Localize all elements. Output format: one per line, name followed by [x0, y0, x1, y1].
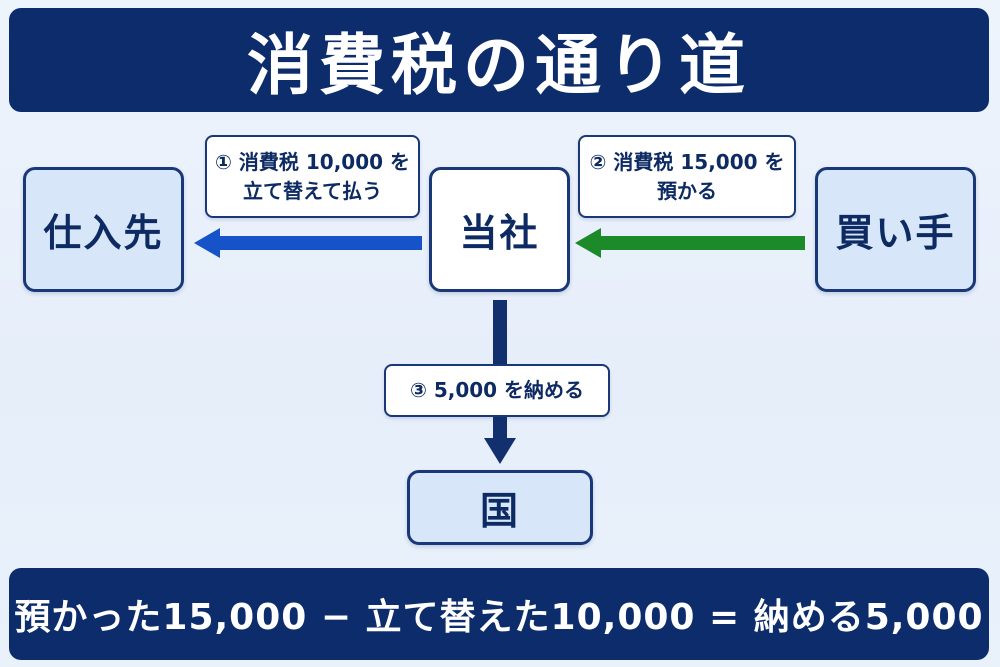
node-buyer-label: 買い手	[835, 211, 956, 255]
flow-label-step2-line1: ② 消費税 15,000 を	[589, 149, 785, 174]
node-company-label: 当社	[459, 211, 540, 255]
arrow-to-supplier	[194, 228, 422, 258]
flow-label-step1-line2: 立て替えて払う	[243, 178, 382, 203]
arrow-down-shaft-upper	[493, 300, 507, 364]
flow-label-step3-line1: ③ 5,000 を納める	[409, 378, 585, 402]
node-supplier: 仕入先	[23, 167, 184, 292]
flow-label-step2-line2: 預かる	[657, 178, 717, 203]
title-banner: 消費税の通り道	[9, 8, 989, 112]
node-buyer: 買い手	[815, 167, 976, 292]
flow-label-step1-line1: ① 消費税 10,000 を	[215, 149, 410, 174]
arrow-down-to-country	[484, 417, 516, 464]
formula-text: 預かった15,000 − 立て替えた10,000 = 納める5,000	[14, 597, 984, 638]
node-company: 当社	[429, 167, 570, 292]
node-supplier-label: 仕入先	[43, 211, 164, 255]
page-title: 消費税の通り道	[247, 27, 751, 104]
formula-banner: 預かった15,000 − 立て替えた10,000 = 納める5,000	[9, 568, 989, 660]
node-country-label: 国	[479, 489, 520, 533]
node-country: 国	[407, 470, 593, 545]
arrow-from-buyer	[575, 228, 805, 258]
flow-label-step3: ③ 5,000 を納める	[384, 364, 610, 417]
flow-label-step2: ② 消費税 15,000 を 預かる	[578, 135, 796, 218]
flow-label-step1: ① 消費税 10,000 を 立て替えて払う	[205, 135, 420, 218]
